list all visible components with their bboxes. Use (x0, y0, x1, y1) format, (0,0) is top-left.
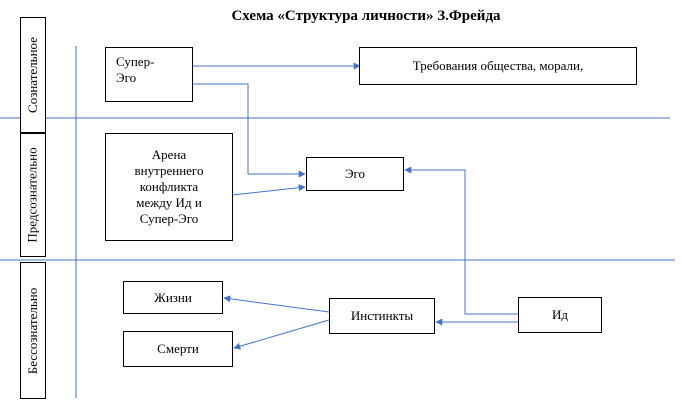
node-arena-label: Арена внутреннего конфликта между Ид и С… (134, 147, 204, 226)
node-arena: Арена внутреннего конфликта между Ид и С… (105, 133, 233, 241)
diagram-title: Схема «Структура личности» З.Фрейда (231, 8, 501, 24)
node-instincts: Инстинкты (329, 298, 435, 334)
arrow-arena-ego (231, 184, 306, 196)
node-death-label: Смерти (157, 341, 199, 356)
zone-conscious-label: Сознательное (25, 37, 41, 113)
node-life-label: Жизни (154, 289, 192, 305)
zone-preconscious: Предсознательно (20, 133, 46, 257)
node-superego: Супер- Эго (105, 47, 193, 102)
node-ego-label: Эго (344, 166, 366, 181)
zone-unconscious: Бессознательно (20, 262, 46, 399)
node-id-label: Ид (551, 307, 568, 322)
node-society: Требования общества, морали, (359, 47, 637, 85)
arrow-instincts-life (223, 295, 330, 313)
zone-preconscious-label: Предсознательно (25, 147, 41, 243)
arrow-id-ego (404, 166, 518, 315)
node-instincts-label: Инстинкты (350, 308, 414, 323)
node-id: Ид (518, 297, 602, 333)
zone-conscious: Сознательное (20, 17, 46, 133)
node-life: Жизни (123, 281, 223, 314)
arrow-superego-ego (192, 83, 306, 178)
node-society-label: Требования общества, морали, (412, 58, 584, 73)
arrow-instincts-death (233, 319, 330, 350)
node-death: Смерти (123, 331, 233, 367)
node-ego: Эго (306, 157, 404, 191)
zone-unconscious-label: Бессознательно (25, 287, 41, 374)
